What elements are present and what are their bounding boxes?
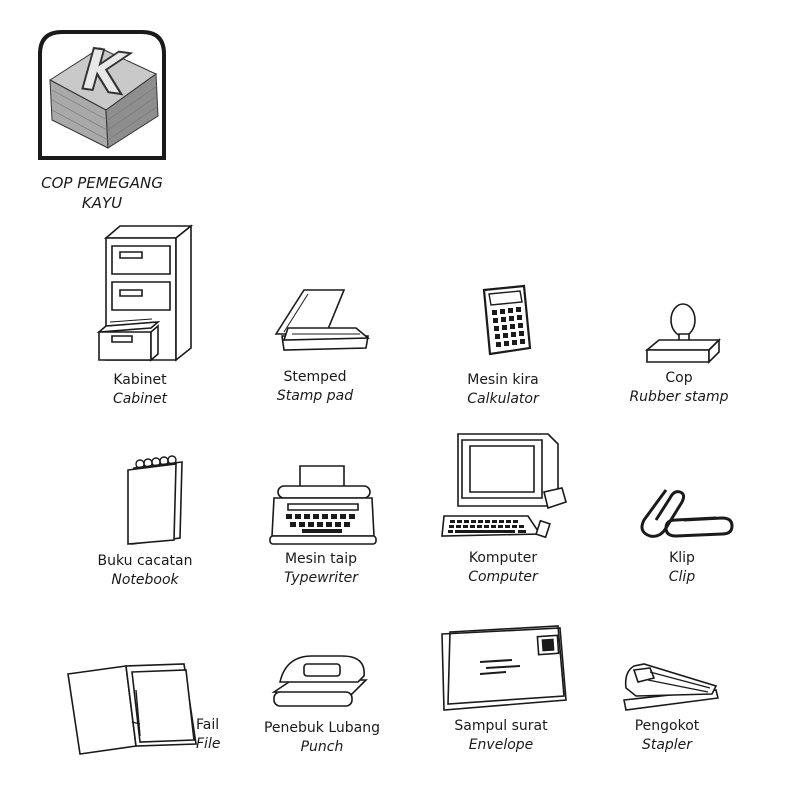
item-name-en: Typewriter [283,570,359,586]
computer-icon [440,432,572,542]
item-clip: Klip Clip [627,549,737,587]
item-name-en: Notebook [111,572,179,588]
item-name-en: Clip [668,569,696,585]
item-cabinet: Kabinet Cabinet [85,371,195,409]
item-rubber-stamp: Cop Rubber stamp [624,369,734,407]
typewriter-icon [268,464,378,546]
item-name-ms: Klip [669,550,695,566]
item-stapler: Pengokot Stapler [612,717,722,755]
item-name-en: Computer [468,569,538,585]
item-name-ms: Cop [665,370,693,386]
page-title: COP PEMEGANG KAYU [22,173,182,213]
stamp-pad-icon [274,288,374,358]
item-name-ms: Mesin kira [467,372,539,388]
item-name-en: Stamp pad [276,388,354,404]
title-line-1: COP PEMEGANG [41,174,163,192]
wooden-stamp-logo: K [38,30,166,160]
item-typewriter: Mesin taip Typewriter [266,550,376,588]
hole-punch-icon [272,652,372,710]
item-name-en: Calkulator [467,391,539,407]
rubber-stamp-icon [645,300,721,366]
calculator-icon [480,284,532,356]
item-name-ms: Stemped [283,369,347,385]
cabinet-icon [96,222,196,366]
item-name-en: Rubber stamp [629,389,729,405]
item-notebook: Buku cacatan Notebook [90,552,200,590]
title-line-2: KAYU [81,194,123,212]
file-folder-icon [66,662,202,758]
item-file: Fail File [196,716,236,754]
item-name-en: File [196,736,221,752]
wooden-stamp-icon [38,30,166,160]
item-name-ms: Fail [196,717,220,733]
item-calculator: Mesin kira Calkulator [448,371,558,409]
stapler-icon [620,660,720,712]
item-name-ms: Kabinet [113,372,167,388]
item-name-ms: Komputer [468,550,538,566]
item-name-ms: Mesin taip [284,551,358,567]
item-name-ms: Penebuk Lubang [263,720,380,736]
item-name-ms: Sampul surat [454,718,548,734]
item-name-ms: Pengokot [634,718,700,734]
item-name-ms: Buku cacatan [97,553,193,569]
item-name-en: Cabinet [112,391,168,407]
notebook-icon [124,454,186,546]
item-envelope: Sampul surat Envelope [446,717,556,755]
paper-clip-icon [636,486,736,542]
item-punch: Penebuk Lubang Punch [257,719,387,757]
item-stamp-pad: Stemped Stamp pad [260,368,370,406]
item-name-en: Envelope [468,737,534,753]
item-name-en: Punch [300,739,344,755]
item-computer: Komputer Computer [448,549,558,587]
item-name-en: Stapler [641,737,693,753]
envelope-icon [440,626,568,712]
